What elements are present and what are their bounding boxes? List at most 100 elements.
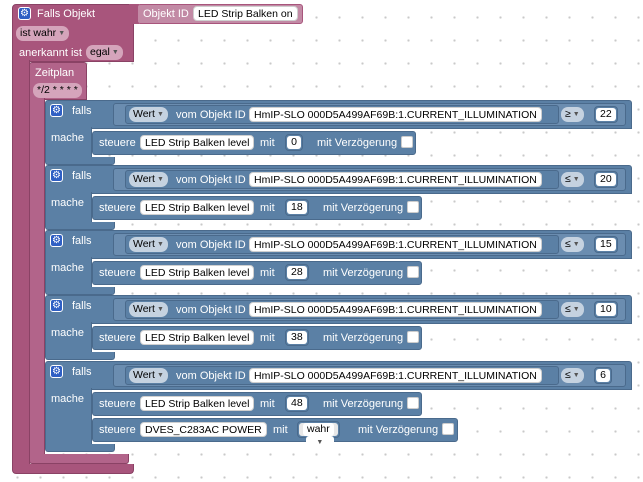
- ist-dropdown[interactable]: ist wahr▼: [16, 26, 70, 41]
- if-1-falls-label: falls: [72, 105, 92, 117]
- mit-label-2: mit: [260, 202, 275, 214]
- mit-label-3: mit: [260, 267, 275, 279]
- if-5-falls-label: falls: [72, 366, 92, 378]
- if-1-mache-label: mache: [51, 132, 85, 144]
- object-id-1[interactable]: HmIP-SLO 000D5A499AF69B:1.CURRENT_ILLUMI…: [249, 107, 542, 122]
- if-5-gear-icon[interactable]: ⚙: [50, 365, 63, 378]
- if-block-1-footer: [45, 157, 115, 165]
- mit-label-5: mit: [260, 398, 275, 410]
- chevron-down-icon: ▼: [572, 241, 580, 248]
- object-id-4[interactable]: HmIP-SLO 000D5A499AF69B:1.CURRENT_ILLUMI…: [249, 302, 542, 317]
- if-2-gear-icon[interactable]: ⚙: [50, 169, 63, 182]
- threshold-4-value: 10: [596, 303, 616, 316]
- objekt-id-label: Objekt ID: [143, 8, 189, 20]
- operator-dropdown-5[interactable]: ≤▼: [561, 368, 584, 383]
- wert-dropdown-5-label: Wert: [133, 369, 155, 381]
- chevron-down-icon: ▼: [111, 49, 119, 56]
- chevron-down-icon: ▼: [156, 176, 164, 183]
- if-3-gear-icon[interactable]: ⚙: [50, 234, 63, 247]
- if-2-falls-label: falls: [72, 170, 92, 182]
- value-4[interactable]: 38: [285, 329, 309, 346]
- chevron-down-icon: ▼: [306, 436, 334, 449]
- value-power-box[interactable]: wahr▼: [297, 421, 340, 449]
- value-2[interactable]: 18: [285, 199, 309, 216]
- wert-dropdown-3[interactable]: Wert▼: [129, 237, 168, 252]
- delay-checkbox-1[interactable]: [401, 136, 413, 148]
- schedule-footer: [29, 454, 129, 464]
- wert-dropdown-5[interactable]: Wert▼: [129, 368, 168, 383]
- value-2-text: 18: [287, 201, 307, 214]
- value-power-dropdown[interactable]: wahr▼: [299, 423, 338, 449]
- vom-objekt-id-2: vom Objekt ID: [176, 174, 246, 186]
- if-1-gear-icon[interactable]: ⚙: [50, 104, 63, 117]
- anerkannt-dropdown-label: egal: [90, 46, 110, 58]
- cron-dropdown[interactable]: */2 * * * *: [33, 83, 82, 98]
- threshold-4[interactable]: 10: [594, 301, 618, 318]
- anerkannt-dropdown[interactable]: egal▼: [86, 45, 123, 60]
- threshold-3-value: 15: [596, 238, 616, 251]
- target-power[interactable]: DVES_C283AC POWER: [140, 422, 267, 437]
- delay-checkbox-power[interactable]: [442, 423, 454, 435]
- wert-dropdown-4[interactable]: Wert▼: [129, 302, 168, 317]
- if-block-4-spine: [45, 322, 92, 356]
- delay-checkbox-3[interactable]: [407, 266, 419, 278]
- object-id-2[interactable]: HmIP-SLO 000D5A499AF69B:1.CURRENT_ILLUMI…: [249, 172, 542, 187]
- chevron-down-icon: ▼: [572, 176, 580, 183]
- vom-objekt-id-1: vom Objekt ID: [176, 109, 246, 121]
- operator-dropdown-3[interactable]: ≤▼: [561, 237, 584, 252]
- cron-value: */2 * * * *: [37, 84, 78, 96]
- operator-4: ≤: [565, 303, 571, 315]
- object-id-5[interactable]: HmIP-SLO 000D5A499AF69B:1.CURRENT_ILLUMI…: [249, 368, 542, 383]
- chevron-down-icon: ▼: [156, 241, 164, 248]
- operator-dropdown-4[interactable]: ≤▼: [561, 302, 584, 317]
- target-1[interactable]: LED Strip Balken level: [140, 135, 255, 150]
- chevron-down-icon: ▼: [156, 111, 164, 118]
- ist-dropdown-label: ist wahr: [20, 27, 57, 39]
- target-2[interactable]: LED Strip Balken level: [140, 200, 255, 215]
- chevron-down-icon: ▼: [572, 111, 580, 118]
- anerkannt-label: anerkannt ist: [19, 47, 82, 59]
- value-1[interactable]: 0: [285, 134, 303, 151]
- mit-verzoegerung-label-5: mit Verzögerung: [323, 398, 404, 410]
- operator-dropdown-1[interactable]: ≥▼: [561, 107, 584, 122]
- vom-objekt-id-4: vom Objekt ID: [176, 304, 246, 316]
- trigger-gear-icon[interactable]: ⚙: [18, 7, 31, 20]
- delay-checkbox-5[interactable]: [407, 397, 419, 409]
- if-2-mache-label: mache: [51, 197, 85, 209]
- vom-objekt-id-3: vom Objekt ID: [176, 239, 246, 251]
- mit-label-4: mit: [260, 332, 275, 344]
- if-block-3-spine: [45, 257, 92, 291]
- mit-verzoegerung-label-1: mit Verzögerung: [317, 137, 398, 149]
- value-5-text: 48: [287, 397, 307, 410]
- operator-dropdown-2[interactable]: ≤▼: [561, 172, 584, 187]
- if-block-1-spine: [45, 127, 92, 161]
- objekt-id-value[interactable]: LED Strip Balken on: [193, 6, 298, 21]
- delay-checkbox-4[interactable]: [407, 331, 419, 343]
- value-3-text: 28: [287, 266, 307, 279]
- value-power: wahr: [303, 423, 334, 436]
- value-4-text: 38: [287, 331, 307, 344]
- mit-verzoegerung-label-3: mit Verzögerung: [323, 267, 404, 279]
- value-5[interactable]: 48: [285, 395, 309, 412]
- object-id-3[interactable]: HmIP-SLO 000D5A499AF69B:1.CURRENT_ILLUMI…: [249, 237, 542, 252]
- target-4[interactable]: LED Strip Balken level: [140, 330, 255, 345]
- if-block-5-footer: [45, 444, 115, 452]
- mit-label-power: mit: [273, 424, 288, 436]
- target-3[interactable]: LED Strip Balken level: [140, 265, 255, 280]
- delay-checkbox-2[interactable]: [407, 201, 419, 213]
- threshold-5[interactable]: 6: [594, 367, 612, 384]
- value-3[interactable]: 28: [285, 264, 309, 281]
- chevron-down-icon: ▼: [58, 30, 66, 37]
- wert-dropdown-1[interactable]: Wert▼: [129, 107, 168, 122]
- target-5[interactable]: LED Strip Balken level: [140, 396, 255, 411]
- threshold-2[interactable]: 20: [594, 171, 618, 188]
- if-4-gear-icon[interactable]: ⚙: [50, 299, 63, 312]
- steuere-label-4: steuere: [99, 332, 136, 344]
- wert-dropdown-3-label: Wert: [133, 238, 155, 250]
- threshold-3[interactable]: 15: [594, 236, 618, 253]
- if-block-3-footer: [45, 287, 115, 295]
- threshold-1[interactable]: 22: [594, 106, 618, 123]
- wert-dropdown-2[interactable]: Wert▼: [129, 172, 168, 187]
- trigger-spine: [12, 60, 30, 468]
- mit-verzoegerung-label-2: mit Verzögerung: [323, 202, 404, 214]
